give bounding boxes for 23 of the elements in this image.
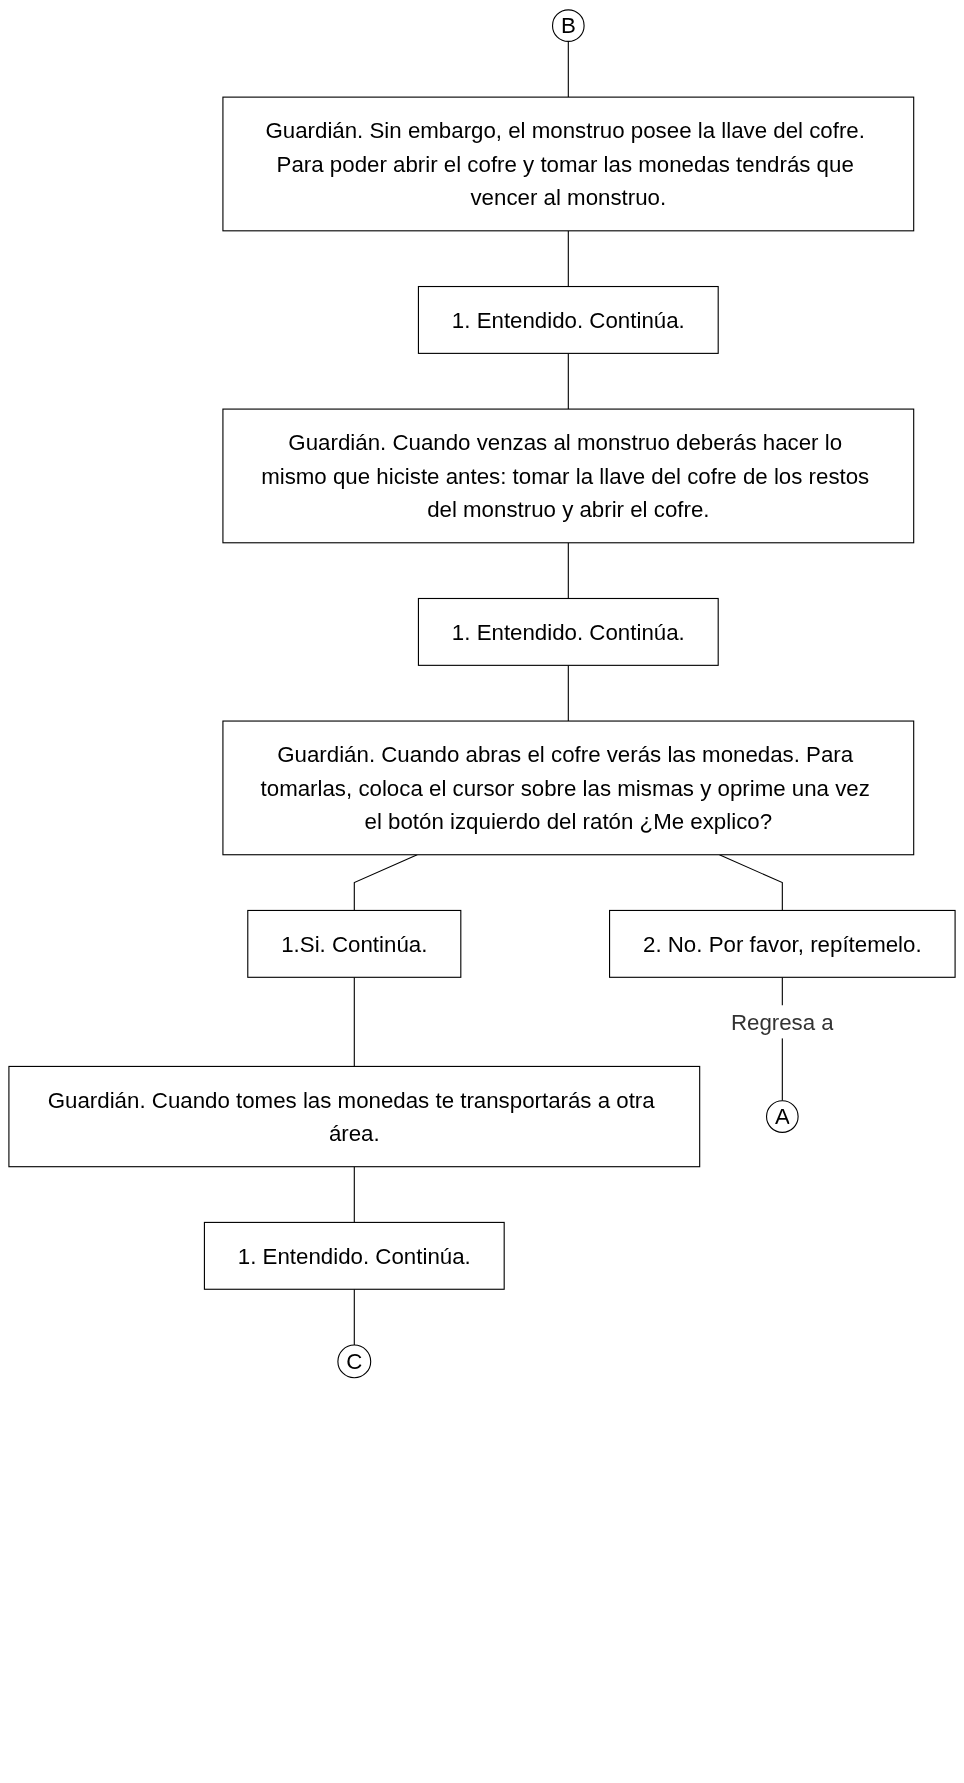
- connector: [718, 854, 783, 911]
- connector: [567, 40, 569, 98]
- connector: [567, 230, 569, 288]
- connector: [567, 664, 569, 722]
- node-circle: C: [337, 1344, 372, 1379]
- node-box: Guardián. Cuando abras el cofre verás las monedas. Para tomarlas, coloca el cursor sobre las mismas y oprime una vez el botón izquierdo del ratón ¿Me explico?: [222, 720, 915, 856]
- node-box: 1.Si. Continúa.: [247, 909, 462, 978]
- connector: [567, 542, 569, 600]
- node-box: Guardián. Sin embargo, el monstruo posee la llave del cofre. Para poder abrir el cofre y tomar las monedas tendrás que vencer al monstruo.: [222, 96, 915, 232]
- node-box: 1. Entendido. Continúa.: [417, 285, 719, 354]
- connector: [353, 976, 355, 1067]
- connector: [353, 1166, 355, 1223]
- connector: [353, 854, 418, 911]
- node-circle: B: [551, 9, 585, 42]
- node-box: 2. No. Por favor, repítemelo.: [609, 909, 956, 978]
- node-box: 1. Entendido. Continúa.: [417, 597, 719, 666]
- node-circle: A: [765, 1100, 799, 1133]
- connector: [353, 1288, 355, 1346]
- node-box: 1. Entendido. Continúa.: [203, 1221, 505, 1290]
- edge-label: Regresa a: [730, 1009, 834, 1035]
- node-box: Guardián. Cuando tomes las monedas te transportarás a otra área.: [8, 1065, 701, 1168]
- connector: [567, 352, 569, 410]
- node-box: Guardián. Cuando venzas al monstruo deberás hacer lo mismo que hiciste antes: tomar la llave del cofre de los restos del monstruo y abrir el cofre.: [222, 408, 915, 544]
